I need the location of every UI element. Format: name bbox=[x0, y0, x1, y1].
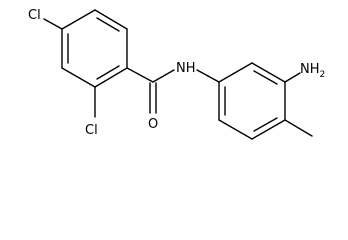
structure-diagram: Cl Cl O NH bbox=[28, 8, 325, 140]
amino-bond bbox=[284, 72, 301, 83]
carbonyl-ring-bond bbox=[126, 67, 154, 83]
molecule-drawing: Cl Cl O NH bbox=[28, 8, 325, 140]
cl-top-label: Cl bbox=[28, 8, 41, 23]
chlorine-substituents: Cl Cl bbox=[28, 8, 98, 138]
ring-a-bond-2 bbox=[94, 9, 128, 30]
ring-b-bond-1 bbox=[218, 62, 253, 83]
ring-b-bond-2 bbox=[251, 62, 286, 83]
amino-label-nh: NH bbox=[300, 62, 320, 77]
oxygen-label: O bbox=[148, 117, 158, 132]
aminomethylphenyl-ring bbox=[218, 62, 286, 140]
carbonyl-n-bond bbox=[152, 69, 175, 83]
dichlorophenyl-ring bbox=[61, 9, 128, 88]
methyl-bond bbox=[284, 119, 313, 137]
ring-b-bond-5 bbox=[218, 119, 253, 140]
ring-b-bond-4 bbox=[251, 119, 286, 140]
ring-a-double-2 bbox=[96, 65, 120, 80]
ring-b-double-1 bbox=[253, 70, 278, 85]
cl-top-bond bbox=[43, 18, 63, 30]
cl-ortho-label: Cl bbox=[85, 123, 98, 138]
ring-a-bond-4 bbox=[94, 67, 128, 88]
ring-a-bond-1 bbox=[61, 9, 96, 30]
ring-a-bond-5 bbox=[61, 67, 96, 88]
amino-label: NH2 bbox=[300, 62, 325, 80]
amide-group: O NH bbox=[126, 61, 220, 132]
amino-methyl-substituents: NH2 bbox=[284, 62, 325, 137]
ring-a-double-1 bbox=[96, 17, 120, 32]
n-ring-bond bbox=[196, 69, 220, 83]
ring-b-double-2 bbox=[253, 117, 278, 132]
amide-nh-label: NH bbox=[176, 61, 196, 76]
amino-label-subscript: 2 bbox=[320, 70, 326, 80]
